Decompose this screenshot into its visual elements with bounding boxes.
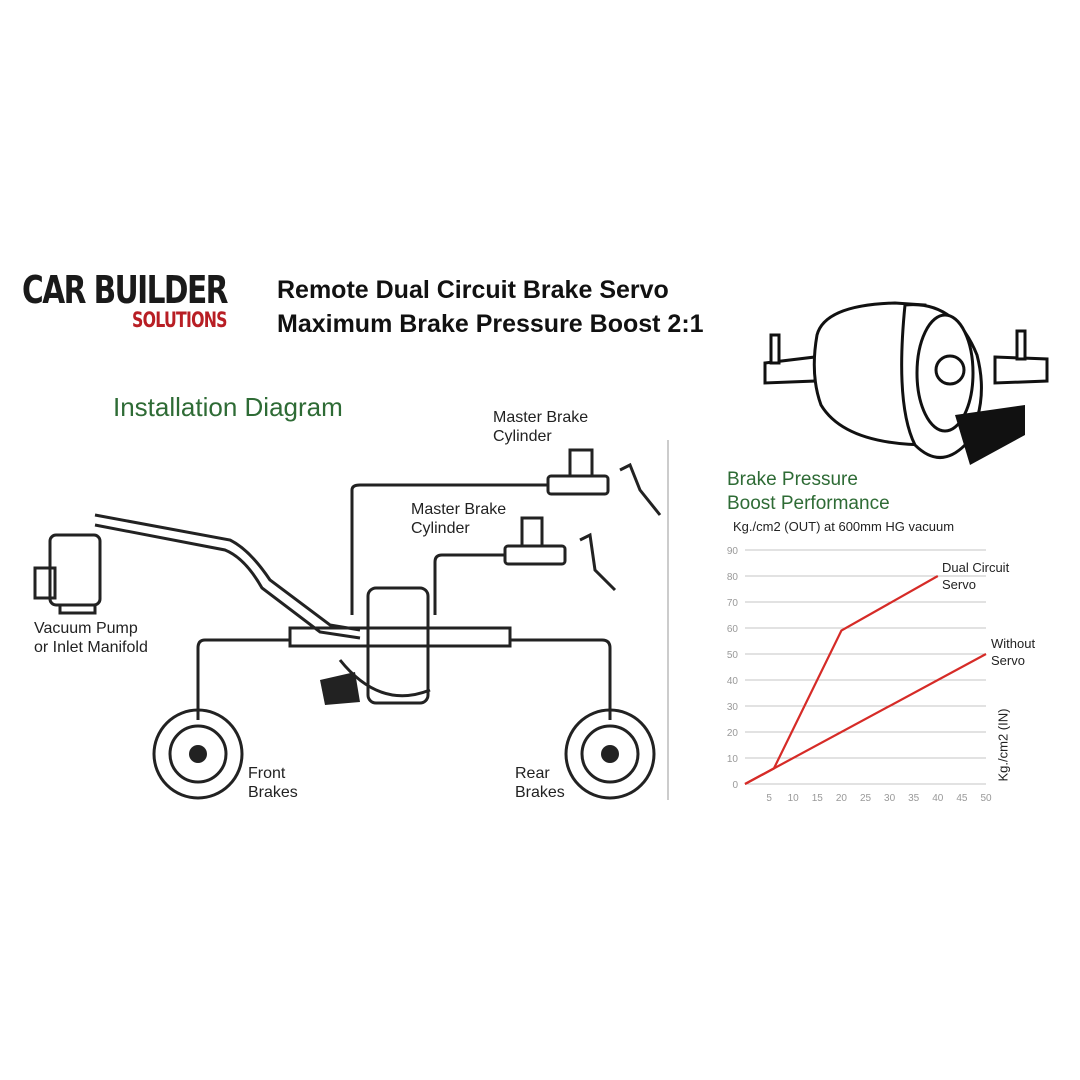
y-tick-label: 40 [727, 676, 739, 687]
y-tick-label: 20 [727, 728, 739, 739]
y-axis-label: Kg./cm2 (IN) [995, 708, 1011, 782]
y-tick-label: 0 [732, 780, 738, 791]
y-tick-label: 30 [727, 702, 739, 713]
chart-subtitle: Kg./cm2 (OUT) at 600mm HG vacuum [733, 519, 955, 534]
series-line-without-servo [744, 653, 987, 785]
x-tick-label: 15 [812, 793, 824, 804]
title-line-1: Remote Dual Circuit Brake Servo [277, 276, 669, 304]
x-tick-label: 30 [884, 793, 896, 804]
x-tick-label: 45 [956, 793, 968, 804]
logo-subtext: SOLUTIONS [132, 308, 228, 332]
x-tick-label: 50 [980, 793, 992, 804]
title-line-2: Maximum Brake Pressure Boost 2:1 [277, 310, 704, 338]
x-tick-label: 5 [766, 793, 772, 804]
x-tick-label: 35 [908, 793, 920, 804]
diagram-heading: Installation Diagram [113, 392, 343, 422]
y-tick-label: 90 [727, 546, 739, 557]
y-tick-label: 80 [727, 572, 739, 583]
x-tick-label: 20 [836, 793, 848, 804]
y-tick-label: 50 [727, 650, 739, 661]
installation-diagram [33, 440, 669, 800]
y-tick-label: 10 [727, 754, 739, 765]
x-tick-label: 40 [932, 793, 944, 804]
y-tick-label: 60 [727, 624, 739, 635]
x-tick-label: 25 [860, 793, 872, 804]
logo-text: CAR BUILDER [22, 268, 228, 312]
y-tick-label: 70 [727, 598, 739, 609]
servo-product-image [763, 301, 1049, 465]
x-tick-label: 10 [788, 793, 800, 804]
